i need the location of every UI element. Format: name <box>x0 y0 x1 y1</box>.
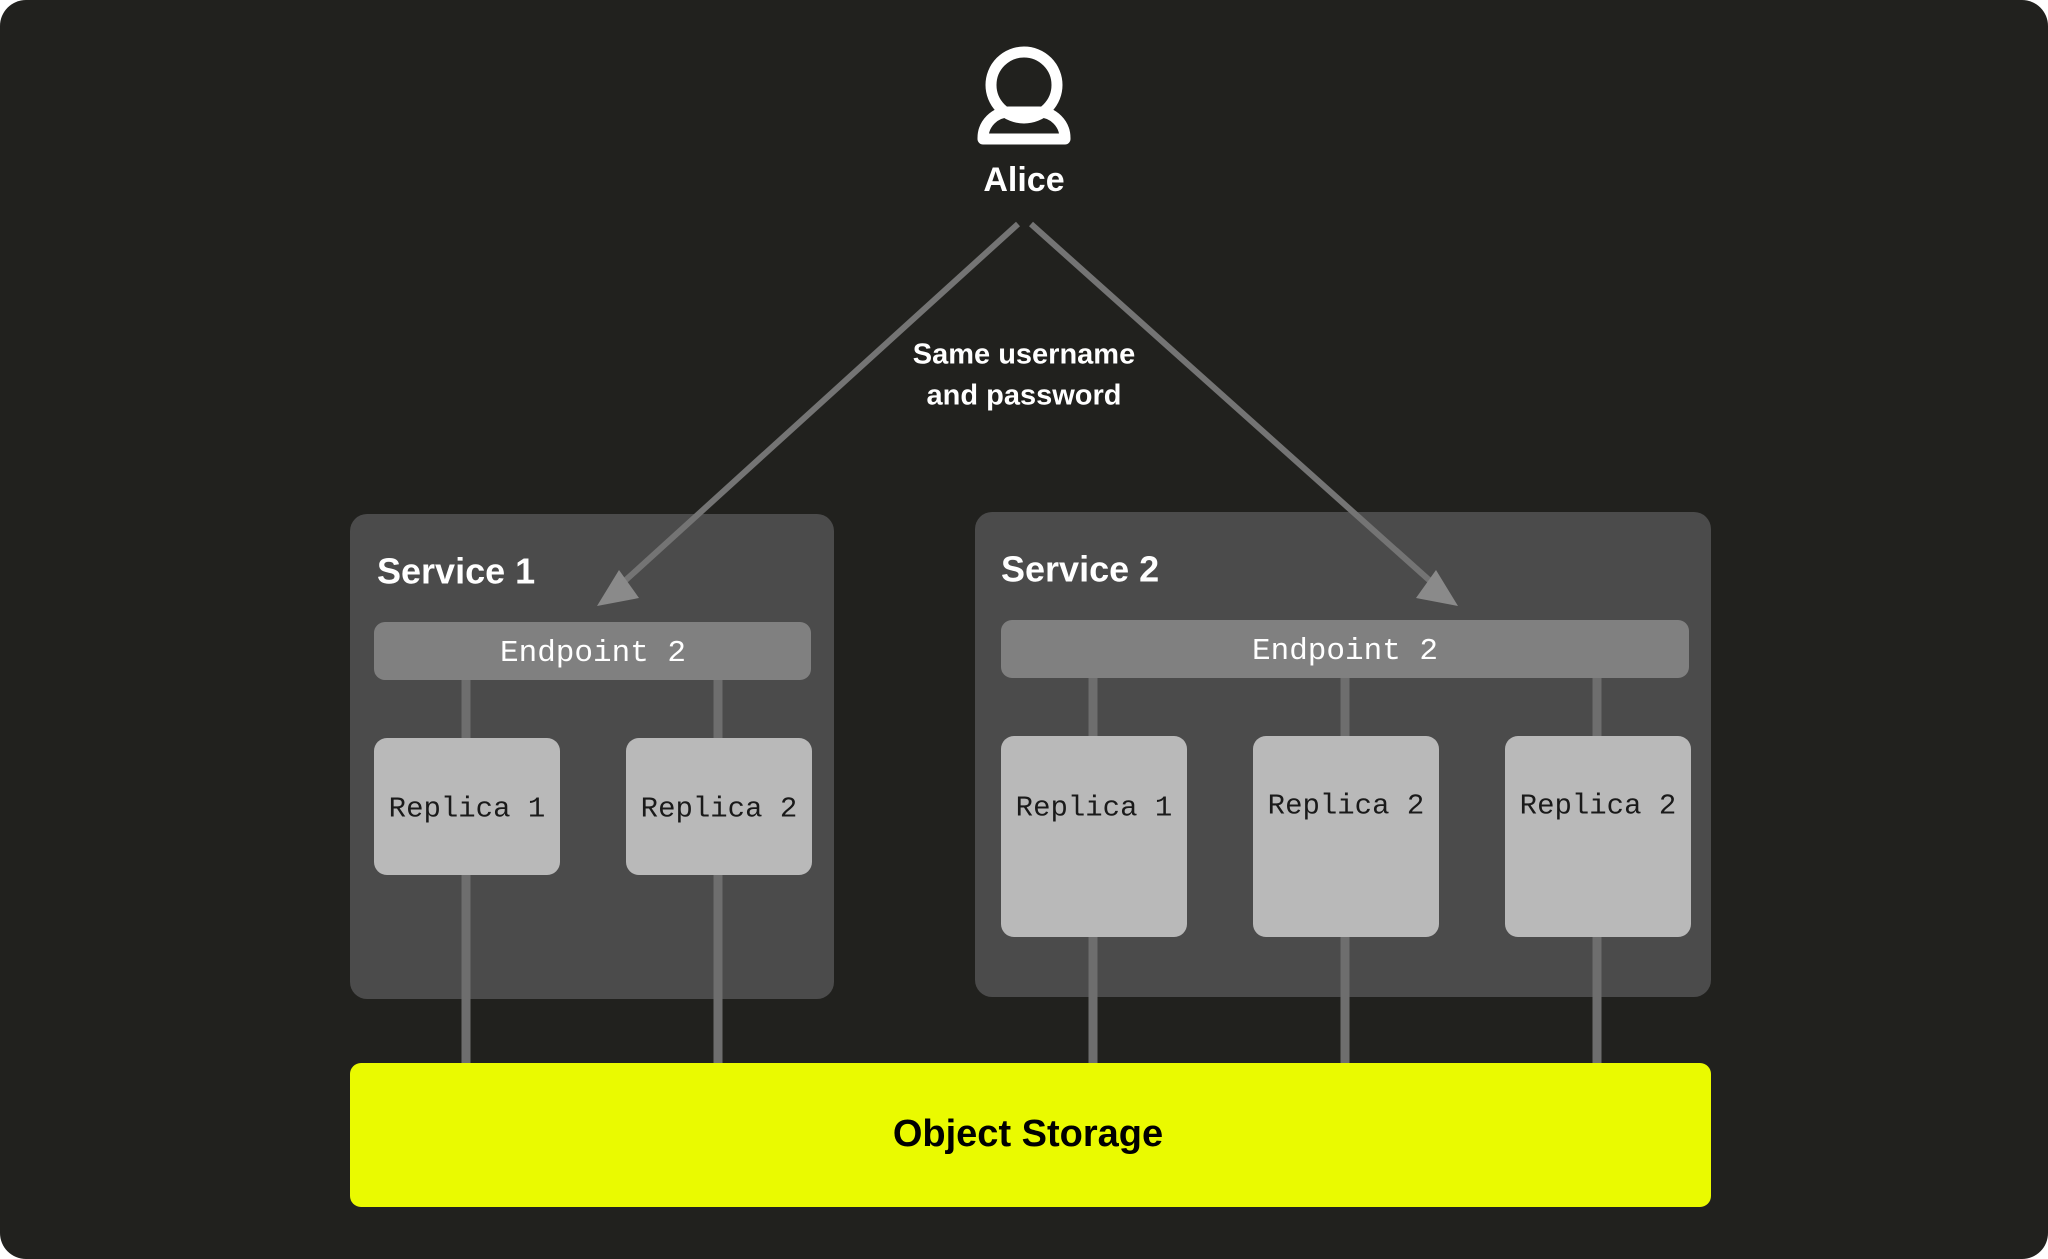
s1-replica-2-label: Replica 2 <box>641 793 798 826</box>
s1-replica-1-background <box>374 738 560 875</box>
endpoint-1-label: Endpoint 2 <box>500 636 686 671</box>
s2-replica-2-label: Replica 2 <box>1268 790 1425 823</box>
replica-box[interactable]: Replica 2 <box>1253 736 1439 937</box>
actor-alice-name: Alice <box>983 161 1064 199</box>
arrow-1-shaft <box>614 221 1021 591</box>
arrow-alice-to-endpoint-1 <box>597 221 1021 606</box>
actor-alice[interactable]: Alice <box>977 46 1071 199</box>
s2-replica-1-background <box>1001 736 1187 937</box>
s1-replica-2-background <box>626 738 812 875</box>
object-storage-label: Object Storage <box>893 1113 1163 1155</box>
object-storage-background <box>350 1063 1711 1207</box>
arrow-alice-to-endpoint-2 <box>1029 221 1458 606</box>
s1-replica-1-label: Replica 1 <box>389 793 546 826</box>
service-panel-1-title: Service 1 <box>377 551 535 592</box>
endpoint-1-background <box>374 622 811 680</box>
s2-replica-1-label: Replica 1 <box>1016 792 1173 825</box>
s2-replica-2-background <box>1253 736 1439 937</box>
credentials-annotation: Same username and password <box>913 339 1135 412</box>
replica-box[interactable]: Replica 1 <box>1001 736 1187 937</box>
object-storage-bar[interactable]: Object Storage <box>350 1063 1711 1207</box>
endpoint-1[interactable]: Endpoint 2 <box>374 622 811 680</box>
replica-box[interactable]: Replica 2 <box>1505 736 1691 937</box>
replica-box[interactable]: Replica 1 <box>374 738 560 875</box>
endpoint-2-background <box>1001 620 1689 678</box>
service-panel-2-title: Service 2 <box>1001 549 1159 590</box>
s2-replica-3-label: Replica 2 <box>1520 790 1677 823</box>
arrow-1-head <box>597 570 639 606</box>
replica-box[interactable]: Replica 2 <box>626 738 812 875</box>
s2-replica-3-background <box>1505 736 1691 937</box>
endpoint-2[interactable]: Endpoint 2 <box>1001 620 1689 678</box>
endpoint-2-label: Endpoint 2 <box>1252 634 1438 669</box>
user-icon <box>977 46 1071 145</box>
credentials-annotation-line-1: Same username <box>913 339 1135 371</box>
credentials-annotation-line-2: and password <box>927 380 1122 412</box>
arrow-2-shaft <box>1029 221 1440 591</box>
arrow-2-head <box>1416 570 1458 606</box>
